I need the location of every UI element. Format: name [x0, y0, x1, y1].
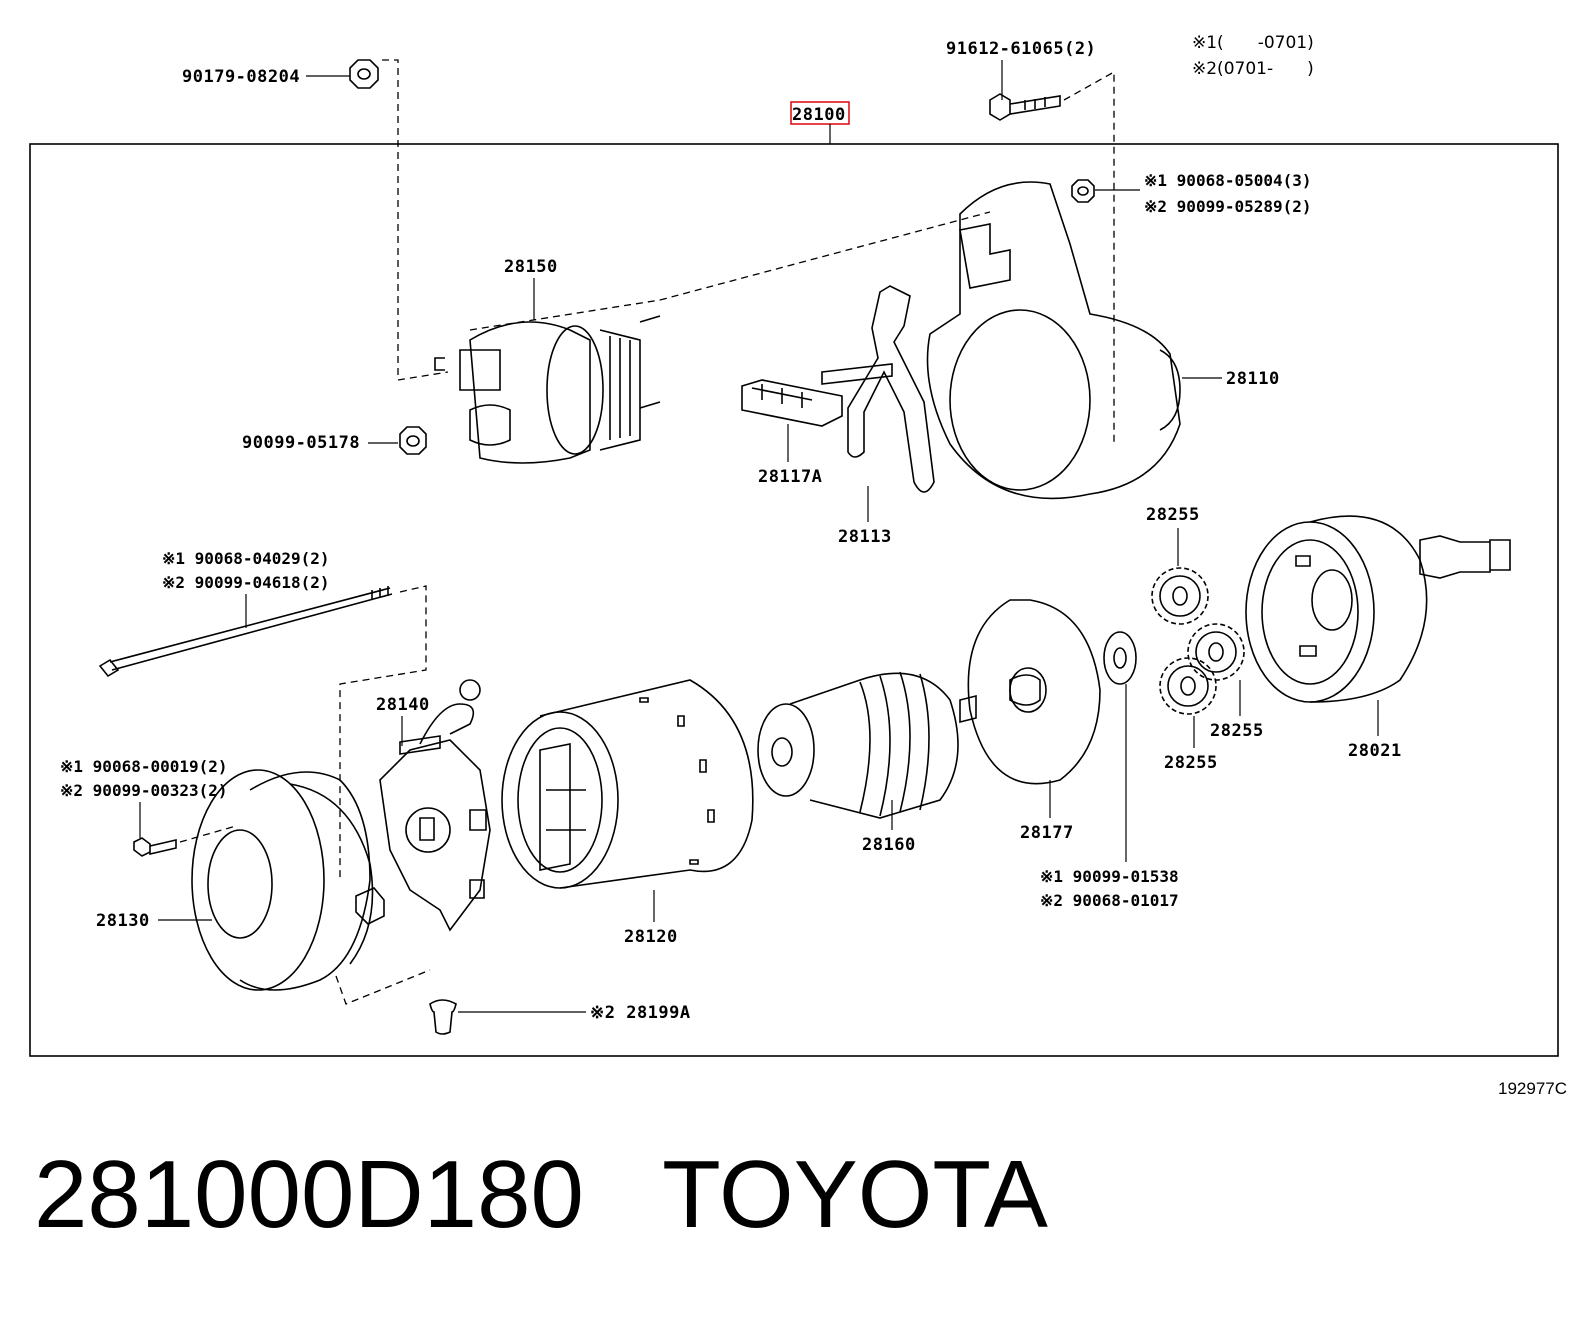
footer-brand: TOYOTA — [662, 1141, 1048, 1248]
label-through-bolt-2[interactable]: ※2 90099-04618(2) — [162, 573, 330, 592]
label-28113[interactable]: 28113 — [838, 527, 892, 547]
yoke-front-ring — [501, 711, 619, 889]
brush-plate-shape — [379, 739, 491, 932]
through-bolt: ※1 90068-04029(2) ※2 90099-04618(2) — [98, 549, 427, 880]
gear-icon — [1151, 567, 1209, 625]
bolt-91612: 91612-61065(2) — [946, 39, 1096, 121]
nut-icon — [399, 426, 427, 455]
gear-icon — [1159, 657, 1217, 715]
end-frame-28130: 28130 — [96, 769, 431, 1005]
highlight-box — [790, 101, 850, 125]
label-90099-05289[interactable]: ※2 90099-05289(2) — [1144, 197, 1312, 216]
label-through-bolt-1[interactable]: ※1 90068-04029(2) — [162, 549, 330, 568]
footer-part-number: 281000D180 — [34, 1141, 584, 1248]
note-1: ※1( -0701) — [1192, 33, 1314, 53]
label-28110[interactable]: 28110 — [1226, 369, 1280, 389]
figure-id: 192977C — [1498, 1079, 1567, 1098]
screw-90068-00019: ※1 90068-00019(2) ※2 90099-00323(2) — [60, 757, 237, 857]
housing-28110: 28110 — [926, 181, 1280, 500]
armature-28160: 28160 — [757, 671, 977, 855]
main-assembly-callout[interactable]: 28100 — [790, 101, 850, 144]
nut-icon — [349, 59, 379, 89]
plate-28177: 28177 — [967, 599, 1101, 843]
bolt-icon — [989, 93, 1061, 121]
armature-commutator — [757, 703, 815, 797]
end-frame-shape — [191, 769, 325, 991]
label-screw-2[interactable]: ※2 90099-00323(2) — [60, 781, 228, 800]
lever-28113: 28113 — [821, 285, 935, 547]
yoke-28120: 28120 — [501, 679, 754, 947]
label-28140[interactable]: 28140 — [376, 695, 430, 715]
label-90068-05004[interactable]: ※1 90068-05004(3) — [1144, 171, 1312, 190]
label-screw-1[interactable]: ※1 90068-00019(2) — [60, 757, 228, 776]
through-bolt-icon — [98, 587, 393, 678]
washer: ※1 90099-01538 ※2 90068-01017 — [1040, 631, 1179, 910]
label-28150[interactable]: 28150 — [504, 257, 558, 277]
bushing-28199A: ※2 28199A — [429, 999, 691, 1035]
label-28199A[interactable]: ※2 28199A — [590, 1003, 691, 1023]
label-28130[interactable]: 28130 — [96, 911, 150, 931]
main-assembly-label[interactable]: 28100 — [792, 105, 846, 125]
footer-title: 281000D180 TOYOTA — [34, 1140, 1048, 1250]
nut-icon — [1071, 179, 1095, 203]
solenoid-28150: 28150 — [434, 211, 991, 464]
label-91612-61065[interactable]: 91612-61065(2) — [946, 39, 1096, 59]
label-28117A[interactable]: 28117A — [758, 467, 822, 487]
label-28160[interactable]: 28160 — [862, 835, 916, 855]
label-90099-05178[interactable]: 90099-05178 — [242, 433, 360, 453]
plate-shape — [967, 599, 1101, 785]
screw-icon — [133, 837, 177, 857]
clutch-28021: 28021 — [1245, 515, 1511, 761]
gear-28255-top: 28255 — [1146, 505, 1209, 625]
nut-90179: 90179-08204 — [182, 59, 379, 89]
label-28120[interactable]: 28120 — [624, 927, 678, 947]
gear-28255-mid: 28255 — [1187, 623, 1264, 741]
note-2: ※2(0701- ) — [1192, 59, 1314, 79]
washer-icon — [1103, 631, 1137, 685]
gear-28255-low: 28255 — [1159, 657, 1218, 773]
label-90179-08204[interactable]: 90179-08204 — [182, 67, 300, 87]
lever-shape — [847, 285, 935, 493]
brush-holder-28117A: 28117A — [741, 379, 843, 487]
label-28255-mid[interactable]: 28255 — [1210, 721, 1264, 741]
label-28255-low[interactable]: 28255 — [1164, 753, 1218, 773]
solenoid-body — [469, 321, 591, 464]
label-28255-top[interactable]: 28255 — [1146, 505, 1200, 525]
brush-plate-28140: 28140 — [376, 679, 491, 932]
assembly-frame — [29, 143, 1559, 1057]
nut-90099-05178: 90099-05178 — [242, 426, 427, 455]
clutch-housing — [1245, 521, 1375, 703]
label-washer-1[interactable]: ※1 90099-01538 — [1040, 867, 1179, 886]
brush-holder-shape — [741, 379, 843, 427]
label-28177[interactable]: 28177 — [1020, 823, 1074, 843]
housing-shape — [926, 181, 1181, 500]
bushing-icon — [429, 999, 457, 1035]
label-washer-2[interactable]: ※2 90068-01017 — [1040, 891, 1179, 910]
label-28021[interactable]: 28021 — [1348, 741, 1402, 761]
nut-90068-05004: ※1 90068-05004(3) ※2 90099-05289(2) — [1071, 171, 1312, 216]
footer-gap — [584, 1141, 662, 1248]
